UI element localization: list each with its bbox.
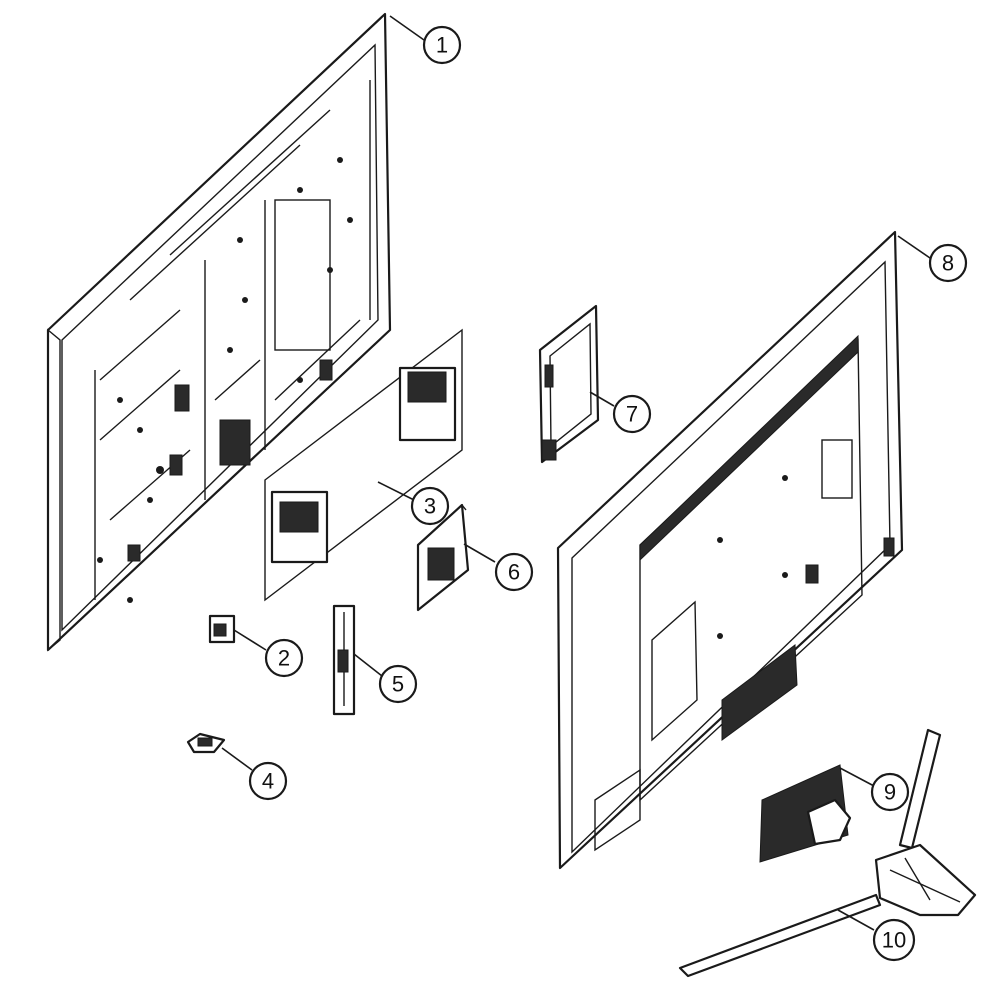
leader-6 [463, 543, 496, 563]
callout-5-label: 5 [392, 672, 404, 697]
part-10-stand-base [678, 728, 977, 978]
callout-6-label: 6 [508, 560, 520, 585]
leader-9 [839, 767, 875, 787]
callout-8: 8 [928, 243, 968, 283]
part-8-rear-cover [556, 230, 904, 870]
leader-4 [221, 747, 253, 771]
callout-7: 7 [612, 394, 652, 434]
callout-1: 1 [422, 25, 462, 65]
callout-4-label: 4 [262, 769, 274, 794]
leader-8 [897, 235, 931, 259]
part-3-main-boards [264, 328, 463, 602]
part-1-panel-chassis [46, 12, 392, 652]
leader-10 [837, 909, 875, 931]
part-4-clip [186, 732, 226, 754]
part-9-stand-bracket [759, 764, 852, 863]
callout-1-label: 1 [436, 33, 448, 58]
part-6-ir-board [416, 503, 470, 612]
leader-2 [233, 629, 267, 651]
callout-6: 6 [494, 552, 534, 592]
callout-10: 10 [872, 918, 916, 962]
callout-5: 5 [378, 664, 418, 704]
leader-3 [377, 481, 415, 501]
part-2-small-bracket [208, 614, 236, 644]
callout-8-label: 8 [942, 251, 954, 276]
part-5-key-board [332, 604, 356, 716]
callout-2: 2 [264, 638, 304, 678]
callout-4: 4 [248, 761, 288, 801]
leader-7 [589, 391, 615, 407]
callout-7-label: 7 [626, 402, 638, 427]
callout-2-label: 2 [278, 646, 290, 671]
leader-lines [221, 15, 931, 931]
leader-5 [353, 653, 383, 677]
part-7-power-board [538, 304, 600, 464]
leader-1 [389, 15, 425, 41]
callout-3: 3 [410, 486, 450, 526]
callout-10-label: 10 [882, 928, 906, 953]
callout-9: 9 [870, 772, 910, 812]
callout-9-label: 9 [884, 780, 896, 805]
callout-3-label: 3 [424, 494, 436, 519]
